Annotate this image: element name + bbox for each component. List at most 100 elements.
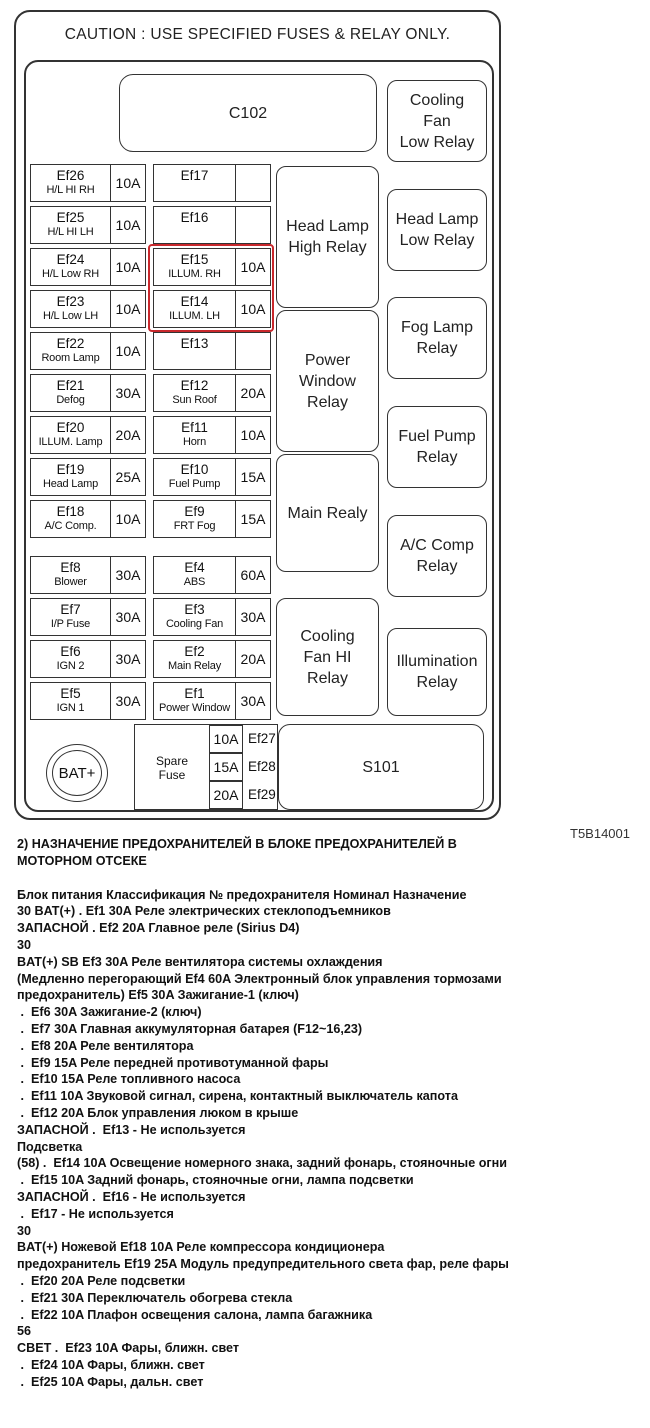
spare-fuse-code: Ef27 (248, 731, 276, 746)
fuse-description: Fuel Pump (168, 478, 221, 490)
description-line: . Ef10 15A Реле топливного насоса (17, 1072, 241, 1087)
fuse-name: Ef17 (154, 165, 236, 201)
head-lamp-high-relay: Head Lamp High Relay (276, 166, 379, 308)
fuse-code: Ef17 (180, 168, 209, 183)
fuse-code: Ef5 (60, 686, 81, 701)
description-line: . Ef15 10A Задний фонарь, стояночные огн… (17, 1173, 414, 1188)
fuse-amperage: 10A (240, 427, 266, 443)
fuse-description: Horn (182, 436, 207, 448)
fuse-code: Ef13 (180, 336, 209, 351)
description-line: предохранитель Ef19 25A Модуль предупред… (17, 1257, 509, 1272)
description-line: . Ef9 15A Реле передней противотуманной … (17, 1055, 329, 1070)
fuse-amperage: 10A (240, 301, 266, 317)
fuse-amperage: 15A (240, 511, 266, 527)
fuse-description-text: 2) НАЗНАЧЕНИЕ ПРЕДОХРАНИТЕЛЕЙ В БЛОКЕ ПР… (17, 836, 637, 1391)
spare-fuse-amp: 10A (209, 725, 243, 753)
description-line: BAT(+) SB Ef3 30A Реле вентилятора систе… (17, 954, 383, 969)
fuse-amperage: 10A (115, 511, 141, 527)
fuse-amperage: 25A (115, 469, 141, 485)
fuel-pump-relay: Fuel Pump Relay (387, 406, 487, 488)
fuse-description: H/L Low RH (42, 268, 99, 280)
description-line: 30 (17, 1223, 32, 1238)
battery-label: BAT+ (52, 750, 102, 796)
description-line: Блок питания Классификация № предохранит… (17, 887, 467, 902)
fuse-description: IGN 2 (56, 660, 85, 672)
fuse-ef16: Ef16 (153, 206, 271, 244)
fuse-description: Room Lamp (41, 352, 100, 364)
description-line: . Ef17 - Не используется (17, 1206, 174, 1221)
fuse-description: A/C Comp. (44, 520, 97, 532)
description-line: (58) . Ef14 10A Освещение номерного знак… (17, 1156, 507, 1171)
spare-fuse-holder: Spare Fuse 10A 15A 20A (134, 724, 278, 810)
spacer (17, 870, 637, 887)
fuse-amperage: 20A (115, 427, 141, 443)
description-line: ЗАПАСНОЙ . Ef2 20A Главное реле (Sirius … (17, 921, 300, 936)
fuse-code: Ef22 (56, 336, 85, 351)
fuse-box-inner-panel (24, 60, 494, 812)
description-line: . Ef6 30A Зажигание-2 (ключ) (17, 1005, 202, 1020)
fuse-code: Ef6 (60, 644, 81, 659)
fuse-amperage: 15A (240, 469, 266, 485)
fuse-description: ILLUM. LH (169, 310, 220, 322)
fuse-code: Ef18 (56, 504, 85, 519)
head-lamp-low-relay: Head Lamp Low Relay (387, 189, 487, 271)
fuse-code: Ef20 (56, 420, 85, 435)
fuse-code: Ef25 (56, 210, 85, 225)
fuse-box-outline (14, 10, 501, 820)
fuse-code: Ef14 (180, 294, 209, 309)
fuse-amperage: 10A (115, 217, 141, 233)
fuse-code: Ef24 (56, 252, 85, 267)
description-line: ЗАПАСНОЙ . Ef16 - Не используется (17, 1189, 246, 1204)
fuse-code: Ef2 (184, 644, 205, 659)
description-line: предохранитель) Ef5 30A Зажигание-1 (клю… (17, 988, 299, 1003)
fuse-code: Ef23 (56, 294, 85, 309)
power-window-relay: Power Window Relay (276, 310, 379, 452)
spare-fuse-code: Ef29 (248, 787, 276, 802)
fuse-code: Ef15 (180, 252, 209, 267)
fuse-description: Sun Roof (172, 394, 217, 406)
fuse-description: Defog (56, 394, 85, 406)
fuse-amperage: 10A (115, 343, 141, 359)
fuse-description: Cooling Fan (165, 618, 224, 630)
fuse-amperage: 30A (115, 651, 141, 667)
fuse-amperage: 30A (115, 609, 141, 625)
description-line: . Ef21 30A Переключатель обогрева стекла (17, 1290, 293, 1305)
section-heading: МОТОРНОМ ОТСЕКЕ (17, 853, 147, 868)
fuse-code: Ef16 (180, 210, 209, 225)
fuse-amperage: 60A (240, 567, 266, 583)
fuse-amperage (236, 333, 270, 369)
spare-fuse-label: Spare Fuse (155, 754, 189, 782)
fuse-amperage: 10A (115, 175, 141, 191)
fuse-amperage: 30A (115, 385, 141, 401)
fuse-ef13: Ef13 (153, 332, 271, 370)
figure-reference: T5B14001 (570, 826, 630, 841)
description-line: . Ef11 10A Звуковой сигнал, сирена, конт… (17, 1089, 458, 1104)
description-line: СВЕТ . Ef23 10A Фары, ближн. свет (17, 1341, 240, 1356)
description-line: 30 (17, 937, 32, 952)
fuse-amperage: 30A (115, 693, 141, 709)
fuse-amperage: 10A (115, 301, 141, 317)
